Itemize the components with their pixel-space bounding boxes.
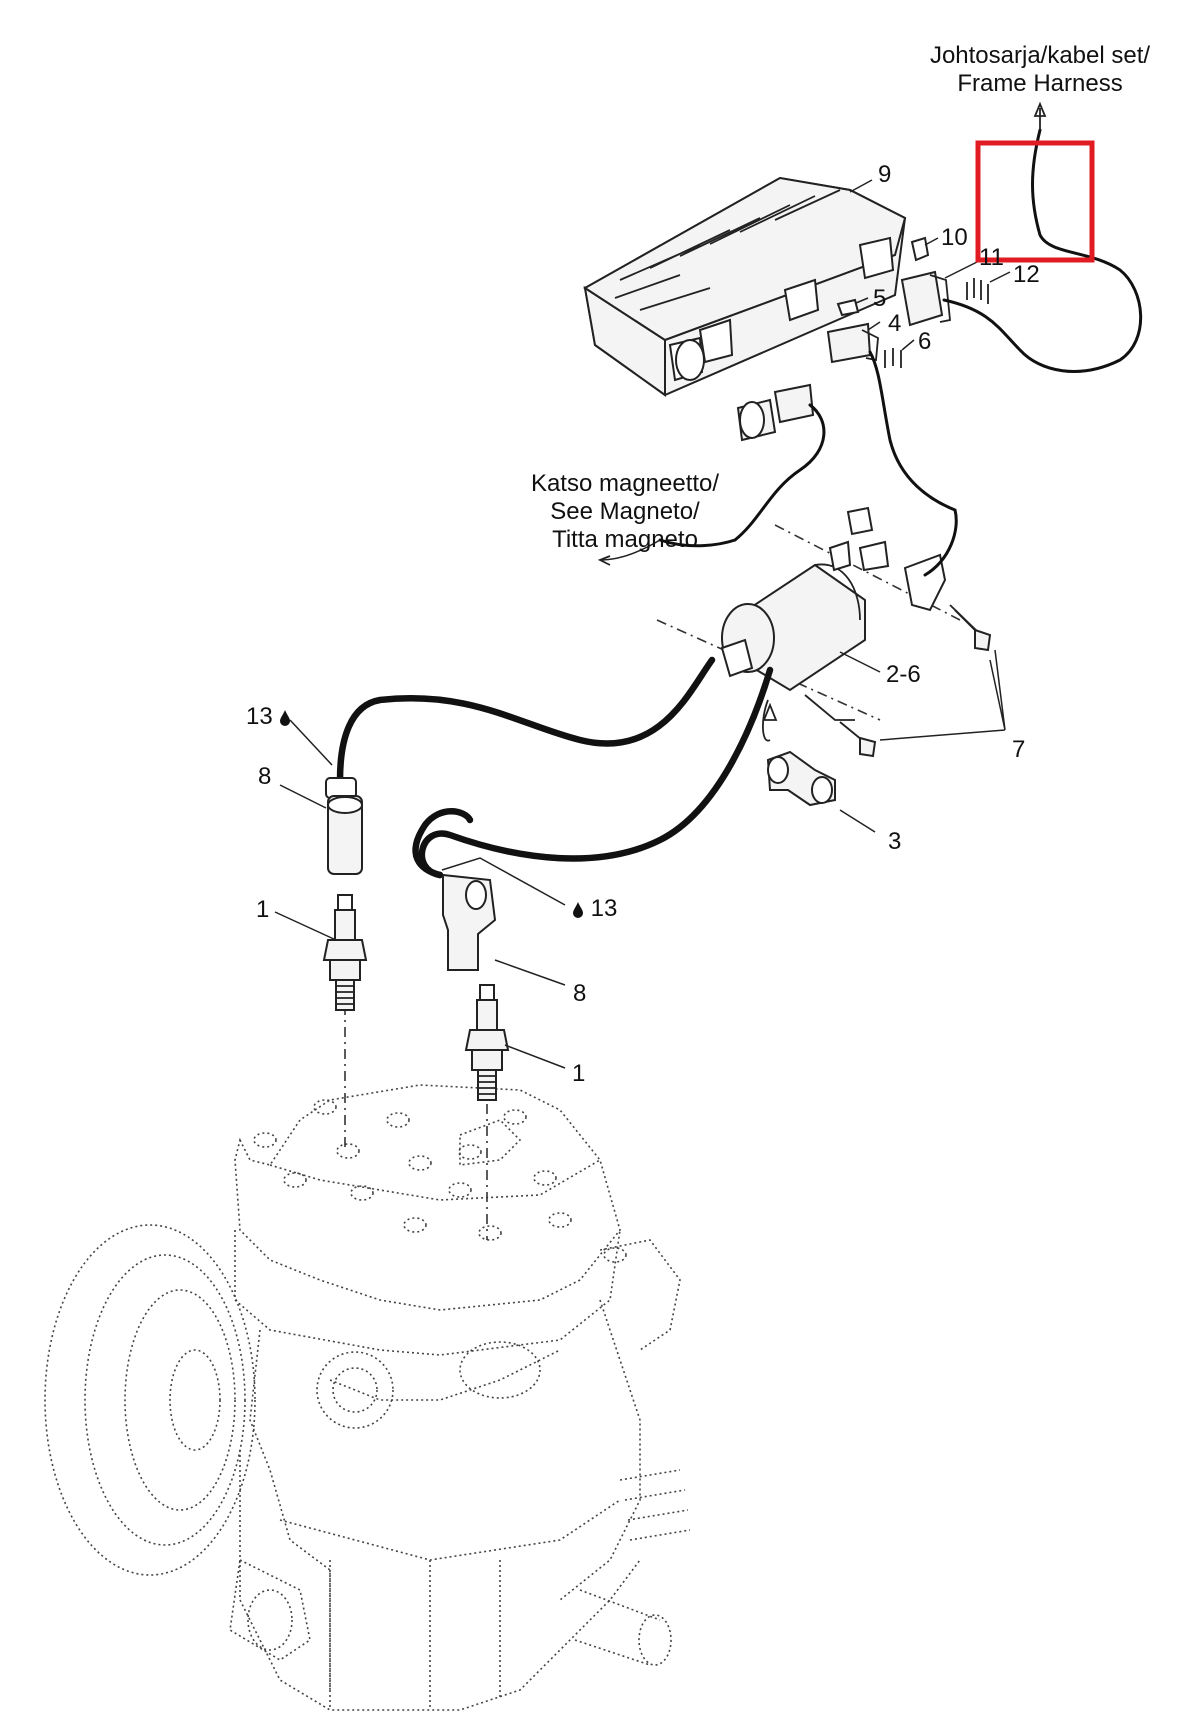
callout-13-left: 13 [246,705,291,729]
callout-6: 6 [918,328,932,355]
cdi-module [583,176,907,397]
oil-drop-icon [280,710,291,727]
callout-2-6: 2-6 [886,661,921,688]
callout-12: 12 [1013,261,1040,288]
spark-plug-cables [336,656,778,879]
callout-11: 11 [979,244,1004,271]
cable-clamp [766,750,836,807]
callout-13-right: 13 [572,897,617,921]
callout-9: 9 [878,161,892,188]
callout-1-right: 1 [572,1060,586,1087]
callout-8-left: 8 [258,763,272,790]
callout-3: 3 [888,828,902,855]
callout-4: 4 [888,310,902,337]
oil-drop-icon [573,902,583,919]
magneto-line-2: See Magneto/ [550,498,700,525]
centerlines [344,524,961,1240]
callout-10: 10 [941,224,968,251]
leader-lines [274,179,1011,1069]
harness-wires [597,101,1143,577]
magneto-line-1: Katso magneetto/ [530,470,720,497]
callout-7: 7 [1012,736,1026,763]
ignition-coil [720,540,866,721]
callout-13-left-number: 13 [246,703,273,730]
engine-outline [44,1084,691,1711]
callout-5: 5 [873,285,887,312]
frame-harness-line-2: Frame Harness [957,70,1123,97]
frame-harness-note: Johtosarja/kabel set/ Frame Harness [905,42,1175,98]
callout-1-left: 1 [256,896,270,923]
magneto-line-3: Titta magneto [552,526,698,553]
highlight-box [975,140,1095,263]
magneto-note: Katso magneetto/ See Magneto/ Titta magn… [500,470,750,554]
spark-plugs [322,894,510,1101]
connector-parts [736,236,989,612]
bolts [839,604,992,758]
plug-caps [325,777,497,971]
callout-13-right-number: 13 [590,895,618,922]
frame-harness-line-1: Johtosarja/kabel set/ [929,42,1151,69]
callout-8-right: 8 [573,980,587,1007]
